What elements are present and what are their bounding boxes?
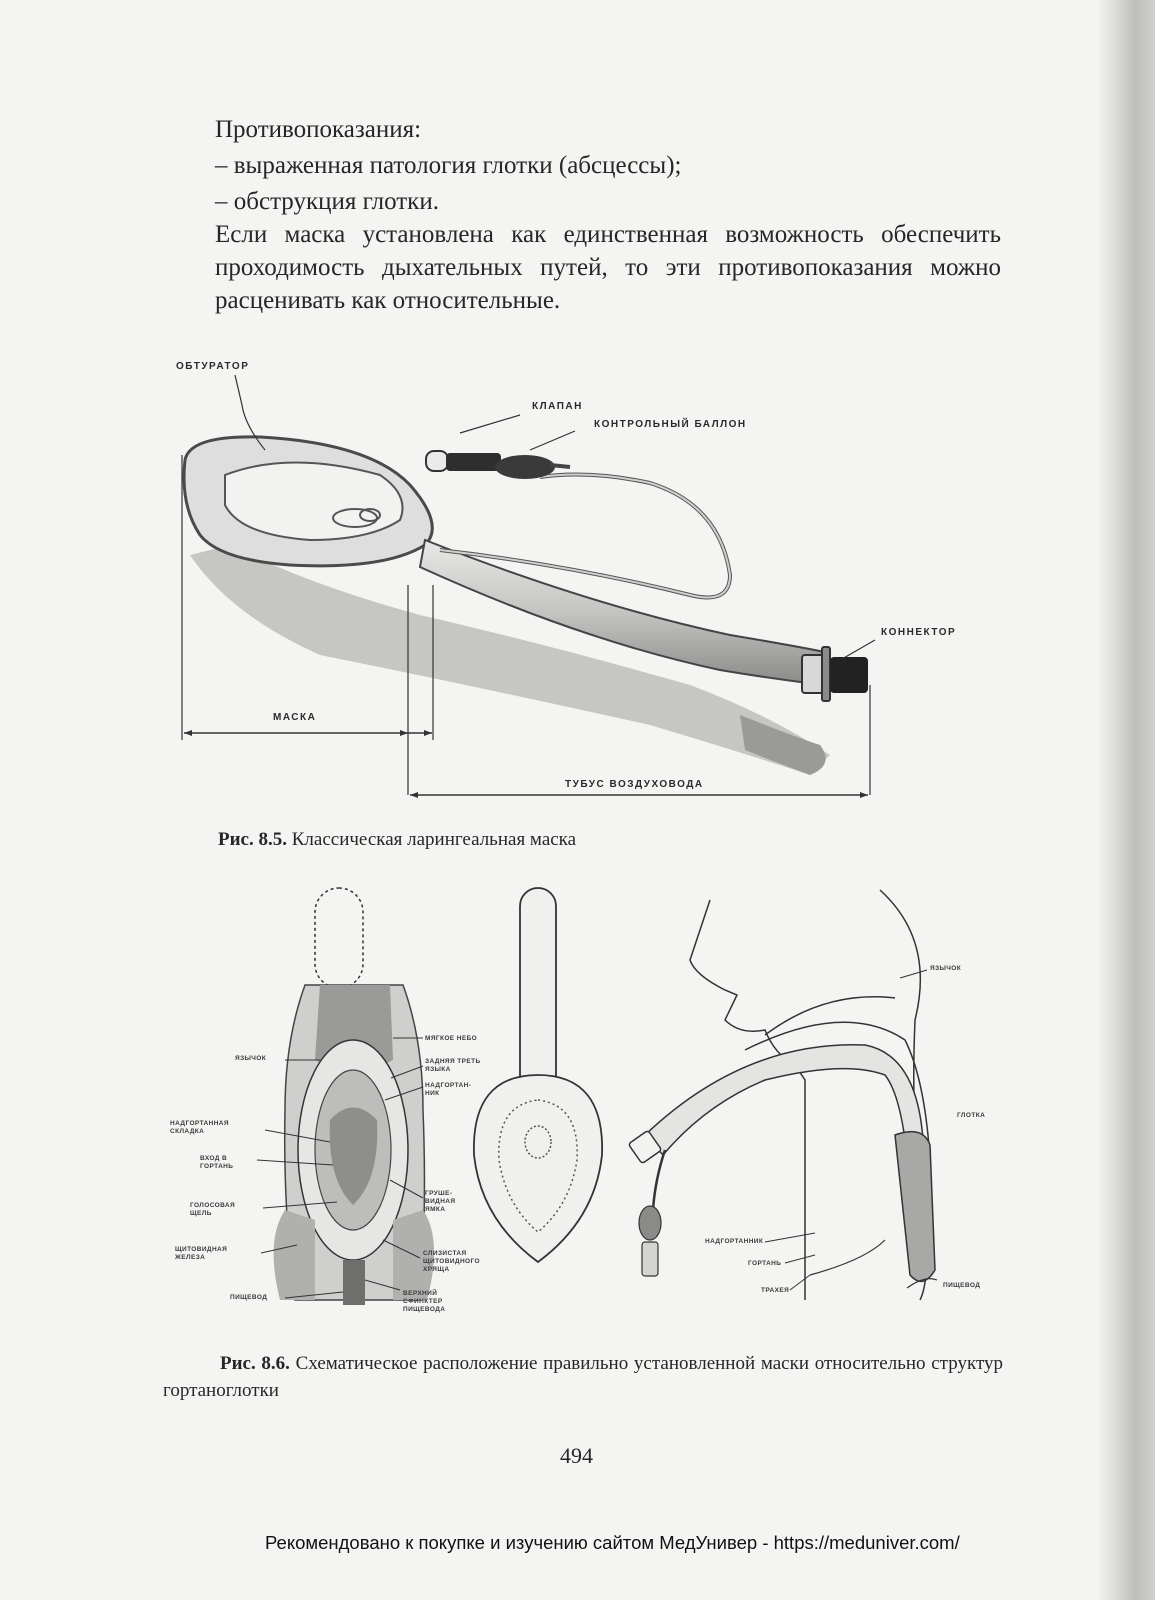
label-left-glottis: ГОЛОСОВАЯ ЩЕЛЬ [190, 1202, 235, 1218]
figure-laryngeal-mask: ОБТУРАТОР КЛАПАН КОНТРОЛЬНЫЙ БАЛЛОН КОНН… [170, 355, 1000, 815]
figure-mask-placement: ЯЗЫЧОК НАДГОРТАННАЯ СКЛАДКА ВХОД В ГОРТА… [165, 880, 1010, 1330]
label-valve: КЛАПАН [532, 401, 583, 412]
laryngeal-mask-illustration [170, 355, 1000, 815]
contraindication-item-1: – выраженная патология глотки (абсцессы)… [215, 149, 681, 183]
caption-number: Рис. 8.5. [218, 829, 287, 850]
book-spine-shadow [1097, 0, 1155, 1600]
label-side-uvula: ЯЗЫЧОК [930, 965, 961, 973]
label-epiglottis-center: НАДГОРТАН- НИК [425, 1082, 471, 1098]
label-upper-sphincter: ВЕРХНИЙ СФИНКТЕР ПИЩЕВОДА [403, 1290, 445, 1314]
label-left-thyroid: ЩИТОВИДНАЯ ЖЕЛЕЗА [175, 1246, 227, 1262]
label-control-balloon: КОНТРОЛЬНЫЙ БАЛЛОН [594, 419, 747, 430]
footer-recommendation: Рекомендовано к покупке и изучению сайто… [265, 1532, 960, 1554]
label-side-larynx: ГОРТАНЬ [748, 1260, 781, 1268]
label-side-pharynx: ГЛОТКА [957, 1112, 985, 1120]
label-soft-palate: МЯГКОЕ НЕБО [425, 1035, 477, 1043]
label-left-epiglottis: НАДГОРТАННАЯ СКЛАДКА [170, 1120, 229, 1136]
label-side-trachea: ТРАХЕЯ [761, 1287, 789, 1295]
label-connector: КОННЕКТОР [881, 627, 956, 638]
contraindications-title: Противопоказания: [215, 113, 421, 147]
label-left-tongue: ЯЗЫЧОК [235, 1055, 266, 1063]
label-side-esophagus: ПИЩЕВОД [943, 1282, 980, 1290]
caption-text: Классическая ларингеальная маска [292, 829, 576, 850]
label-left-larynx-entry: ВХОД В ГОРТАНЬ [200, 1155, 233, 1171]
figure-8-5-caption: Рис. 8.5. Классическая ларингеальная мас… [218, 826, 576, 853]
body-paragraph: Если маска установлена как единственная … [163, 218, 1001, 317]
label-tube: ТУБУС ВОЗДУХОВОДА [565, 779, 704, 790]
contraindication-item-2: – обструкция глотки. [215, 185, 439, 219]
caption-number: Рис. 8.6. [220, 1353, 290, 1374]
label-tongue-back: ЗАДНЯЯ ТРЕТЬ ЯЗЫКА [425, 1058, 481, 1074]
label-left-esophagus: ПИЩЕВОД [230, 1294, 267, 1302]
label-cricoid-mucosa: СЛИЗИСТАЯ ЩИТОВИДНОГО ХРЯЩА [423, 1250, 480, 1274]
label-piriform-fossa: ГРУШЕ- ВИДНАЯ ЯМКА [425, 1190, 455, 1214]
page-number: 494 [560, 1443, 593, 1469]
paragraph-text: Если маска установлена как единственная … [163, 218, 1001, 317]
label-side-epiglottis: НАДГОРТАННИК [705, 1238, 763, 1246]
label-mask: МАСКА [273, 712, 316, 723]
mask-placement-illustration [165, 880, 1010, 1330]
figure-8-6-caption: Рис. 8.6. Схематическое расположение пра… [163, 1350, 1003, 1404]
label-obturator: ОБТУРАТОР [176, 361, 249, 372]
